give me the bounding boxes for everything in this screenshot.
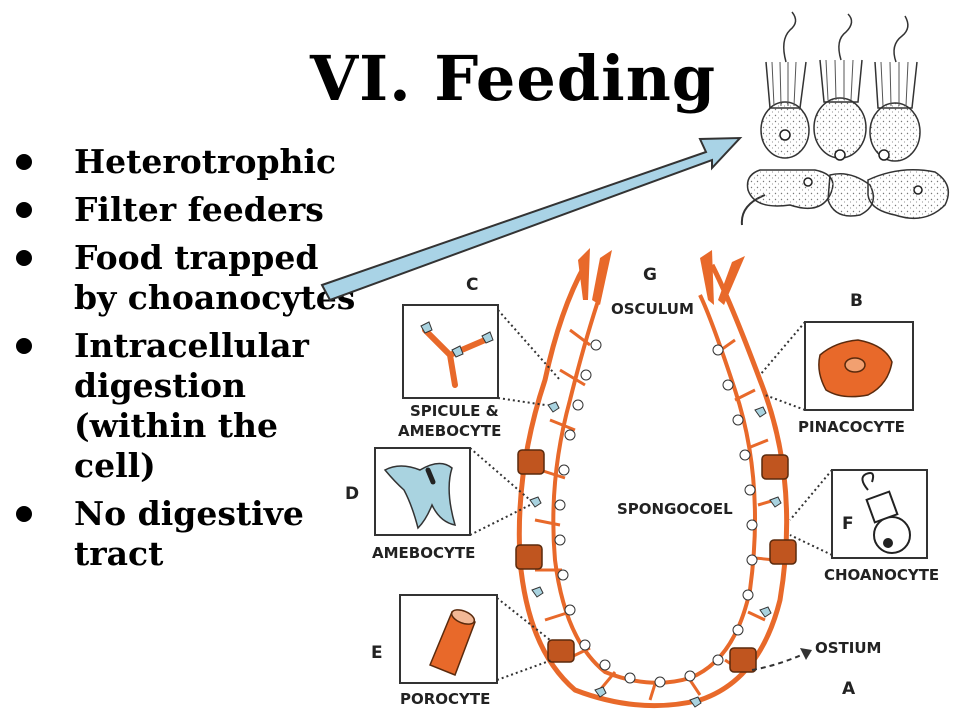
pinacocyte-label: PINACOCYTE: [798, 418, 905, 436]
bullet-dot-icon: [16, 154, 32, 170]
callout-letter-c: C: [466, 275, 478, 295]
bullet-item: Intracellular digestion (within the cell…: [10, 326, 360, 486]
choanocyte-box: [831, 469, 928, 559]
spicule-amebocyte-label: AMEBOCYTE: [398, 422, 501, 440]
ostium-label: OSTIUM: [815, 639, 881, 657]
bullet-text: No digestive tract: [74, 494, 304, 573]
bullet-item: Filter feeders: [10, 190, 360, 230]
sponge-body: [515, 248, 797, 709]
bullet-dot-icon: [16, 506, 32, 522]
bullet-item: No digestive tract: [10, 494, 360, 574]
porocyte-label: POROCYTE: [400, 690, 490, 708]
bullet-item: Heterotrophic: [10, 142, 360, 182]
bullet-dot-icon: [16, 250, 32, 266]
bullet-text: Intracellular digestion (within the cell…: [74, 326, 309, 485]
ostium-arrow: [751, 648, 812, 671]
amebocyte-label: AMEBOCYTE: [372, 544, 475, 562]
bullet-text: Filter feeders: [74, 190, 324, 229]
leader-lines: [469, 309, 833, 681]
pinacocyte-box: [804, 321, 914, 411]
bullet-item: Food trapped by choanocytes: [10, 238, 360, 318]
bullet-list: Heterotrophic Filter feeders Food trappe…: [10, 142, 360, 582]
spicule-amebocyte-box: [402, 304, 499, 399]
callout-letter-g: G: [643, 265, 657, 285]
callout-letter-f: F: [842, 514, 854, 534]
osculum-label: OSCULUM: [611, 300, 694, 318]
pointer-arrow: [320, 136, 743, 302]
callout-letter-d: D: [345, 484, 359, 504]
bullet-dot-icon: [16, 202, 32, 218]
choanocyte-label: CHOANOCYTE: [824, 566, 939, 584]
bullet-text: Heterotrophic: [74, 142, 337, 181]
callout-letter-a: A: [842, 679, 856, 699]
bullet-dot-icon: [16, 338, 32, 354]
amebocyte-box: [374, 447, 471, 536]
bullet-text: Food trapped by choanocytes: [74, 238, 356, 317]
slide-title: VI. Feeding: [310, 42, 717, 115]
spicule-label: SPICULE &: [410, 402, 499, 420]
spongocoel-label: SPONGOCOEL: [617, 500, 733, 518]
callout-letter-e: E: [371, 643, 383, 663]
choanocyte-cluster-illustration: [740, 11, 950, 226]
callout-letter-b: B: [850, 291, 863, 311]
porocyte-box: [399, 594, 498, 684]
